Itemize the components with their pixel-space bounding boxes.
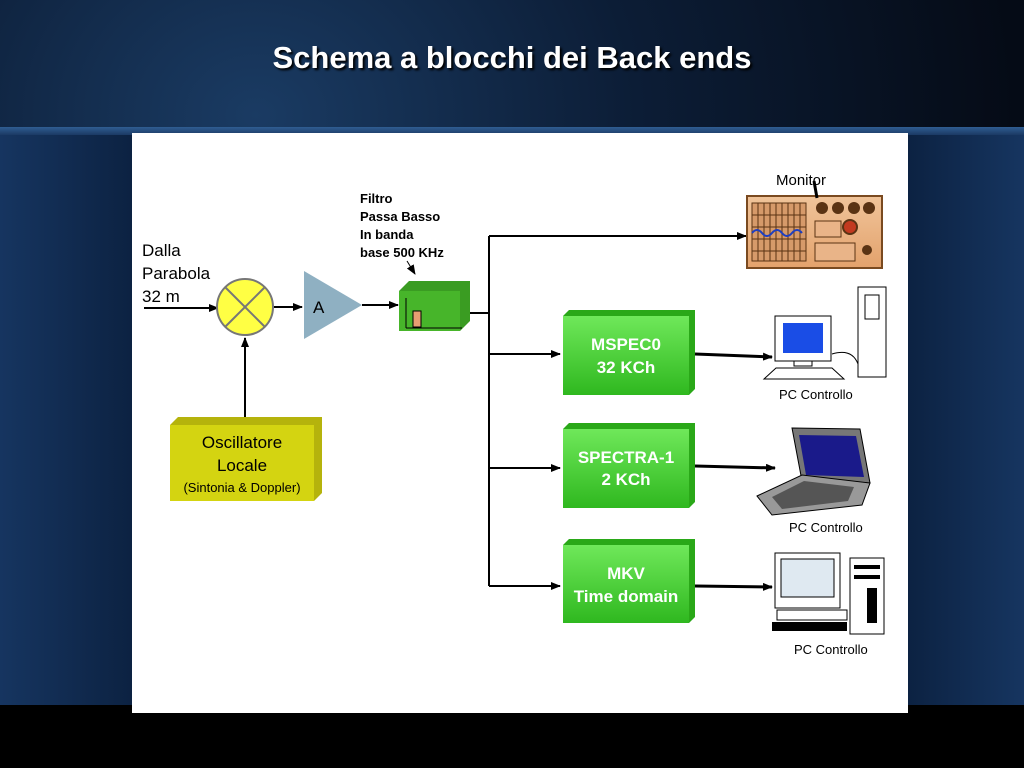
mspec0-to-pc-arrow	[694, 352, 773, 361]
backend-mspec0-block	[563, 310, 695, 395]
pc2-label: PC Controllo	[789, 520, 863, 535]
pc-desktop-tower-icon	[762, 286, 887, 380]
amplifier-label: A	[313, 298, 325, 317]
filter-block	[399, 281, 470, 331]
header-band	[0, 127, 1024, 135]
mixer-icon	[216, 278, 274, 336]
right-side-panel	[908, 135, 1024, 710]
bottom-bar	[0, 705, 1024, 768]
backend-spectra1-line2: 2 KCh	[601, 470, 650, 489]
oscillator-label-line2: Locale	[217, 456, 267, 475]
input-label-line2: Parabola	[142, 264, 211, 283]
backend-mkv-line1: MKV	[607, 564, 645, 583]
oscillator-block	[170, 417, 322, 501]
filter-label-line2: Passa Basso	[360, 209, 440, 224]
backend-spectra1-line1: SPECTRA-1	[578, 448, 674, 467]
block-diagram: Dalla Parabola 32 m A Filtro Passa Basso…	[142, 172, 887, 657]
filter-label-pointer	[406, 260, 416, 275]
filter-label-line3: In banda	[360, 227, 414, 242]
oscillator-label-line3: (Sintonia & Doppler)	[183, 480, 300, 495]
pc1-label: PC Controllo	[779, 387, 853, 402]
mkv-to-pc-arrow	[694, 582, 773, 591]
backend-mspec0-line2: 32 KCh	[597, 358, 656, 377]
backend-mkv-line2: Time domain	[574, 587, 679, 606]
input-label-line3: 32 m	[142, 287, 180, 306]
slide-title: Schema a blocchi dei Back ends	[272, 40, 752, 75]
backend-mkv-block	[563, 539, 695, 623]
pc-workstation-icon	[772, 552, 885, 635]
oscillator-label-line1: Oscillatore	[202, 433, 282, 452]
backend-mspec0-line1: MSPEC0	[591, 335, 661, 354]
spectra1-to-pc-arrow	[694, 463, 776, 472]
filter-label-line4: base 500 KHz	[360, 245, 444, 260]
input-label-line1: Dalla	[142, 241, 181, 260]
backend-spectra1-block	[563, 423, 695, 508]
amplifier-icon	[304, 271, 362, 339]
filter-label-line1: Filtro	[360, 191, 393, 206]
pc3-label: PC Controllo	[794, 642, 868, 657]
pc-laptop-icon	[756, 427, 871, 516]
monitor-label: Monitor	[776, 172, 826, 189]
left-side-panel	[0, 135, 132, 710]
monitor-instrument-icon	[746, 180, 883, 269]
